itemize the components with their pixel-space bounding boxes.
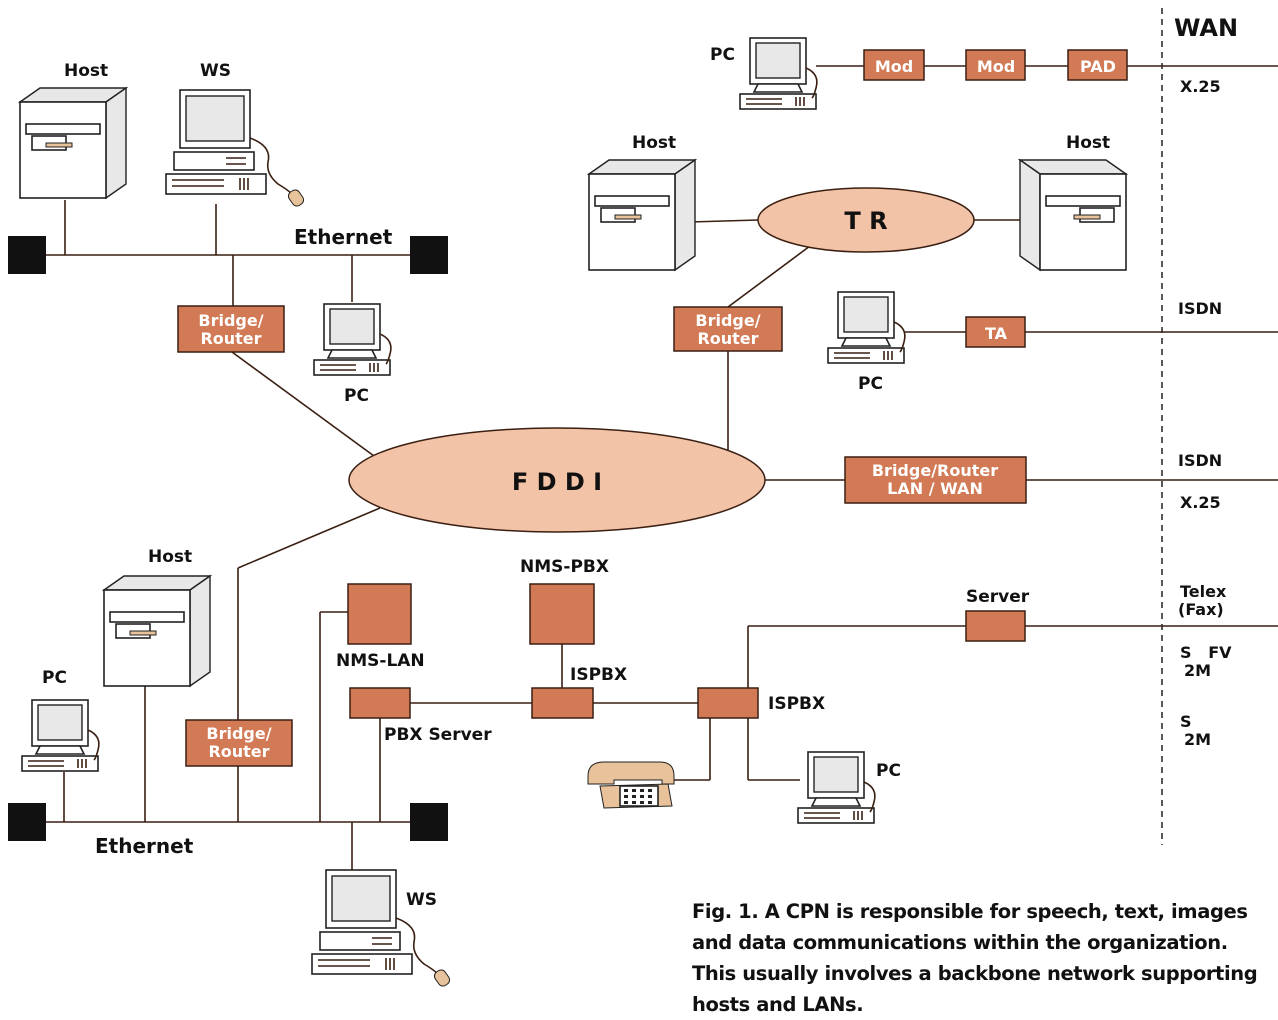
wan-link-2m-b: 2M [1184,730,1211,749]
bridge-router-top-right-line2: Router [697,329,758,348]
host-top-left-icon [19,87,127,199]
pbx-server-label: PBX Server [384,725,492,745]
host-bottom-left-icon [103,575,211,687]
connection-lines [46,65,1278,870]
wan-title: WAN [1174,14,1238,42]
ispbx-1-label: ISPBX [570,665,627,685]
pc-bottom-left-label: PC [42,668,67,688]
wan-link-s-fv: S FV [1180,643,1232,662]
pc-ethernet-top-label: PC [344,386,369,406]
pad-box-label: PAD [1080,57,1116,76]
bridge-router-bottom-left: Bridge/ Router [185,719,293,767]
telephone-icon [587,761,675,809]
fddi-ring [348,427,766,533]
bridge-router-bottom-left-line1: Bridge/ [206,724,271,743]
bridge-router-lan-wan: Bridge/Router LAN / WAN [844,456,1027,504]
wan-link-fax: (Fax) [1178,600,1224,619]
wan-link-2m-a: 2M [1184,661,1211,680]
host-token-ring-right-icon [1019,159,1127,271]
token-ring [757,187,975,253]
wan-link-x25-b: X.25 [1180,493,1221,512]
host-bottom-left-label: Host [148,547,192,567]
bridge-router-lan-wan-line2: LAN / WAN [887,479,983,498]
terminator-top-left [8,236,46,274]
host-token-ring-left-icon [588,159,696,271]
pad-box: PAD [1067,49,1128,81]
ws-bottom-label: WS [406,890,437,910]
server-label: Server [966,587,1030,607]
pc-isdn-label: PC [858,374,883,394]
pc-ispbx-icon [797,751,876,824]
token-ring-label: T R [844,207,887,235]
bridge-router-lan-wan-line1: Bridge/Router [872,461,998,480]
pbx-server-box [349,687,411,719]
ethernet-top-label: Ethernet [294,225,393,249]
nms-lan-box [347,583,412,645]
terminator-bottom-right [410,803,448,841]
wan-link-isdn-a: ISDN [1178,299,1222,318]
pc-isdn-icon [827,291,906,364]
terminator-bottom-left [8,803,46,841]
server-box [965,610,1026,642]
pc-ethernet-top-icon [313,303,392,376]
wan-link-isdn-b: ISDN [1178,451,1222,470]
bridge-router-top-left: Bridge/ Router [177,305,285,353]
pc-wan-icon [739,37,818,110]
ispbx-1-box [531,687,594,719]
ethernet-bottom-label: Ethernet [95,834,194,858]
bridge-router-bottom-left-line2: Router [208,742,269,761]
bridge-router-top-right: Bridge/ Router [673,306,783,352]
ispbx-2-label: ISPBX [768,694,825,714]
ta-box: TA [965,316,1026,348]
nms-pbx-box [529,583,595,645]
ispbx-2-box [697,687,759,719]
workstation-top-icon [165,89,307,209]
mod-box-2-label: Mod [977,57,1015,76]
wan-link-x25-a: X.25 [1180,77,1221,96]
host-token-ring-right-label: Host [1066,133,1110,153]
nms-pbx-label: NMS-PBX [520,557,609,577]
mod-box-1-label: Mod [875,57,913,76]
mod-box-2: Mod [965,49,1026,81]
ta-box-label: TA [985,324,1008,343]
mod-box-1: Mod [863,49,925,81]
network-diagram: WAN X.25 ISDN ISDN X.25 Telex (Fax) S FV… [8,8,1278,989]
pc-bottom-left-icon [21,699,100,772]
nms-lan-label: NMS-LAN [336,651,425,671]
bridge-router-top-right-line1: Bridge/ [695,311,760,330]
wan-link-telex: Telex [1180,582,1227,601]
fddi-label: F D D I [512,468,602,496]
pc-ispbx-label: PC [876,761,901,781]
host-token-ring-left-label: Host [632,133,676,153]
figure-caption: Fig. 1. A CPN is responsible for speech,… [692,900,1258,1016]
wan-link-s: S [1180,712,1192,731]
bridge-router-top-left-line2: Router [200,329,261,348]
bridge-router-top-left-line1: Bridge/ [198,311,263,330]
terminator-top-right [410,236,448,274]
host-top-left-label: Host [64,61,108,81]
pc-wan-label: PC [710,45,735,65]
workstation-bottom-icon [311,869,453,989]
ws-top-label: WS [200,61,231,81]
